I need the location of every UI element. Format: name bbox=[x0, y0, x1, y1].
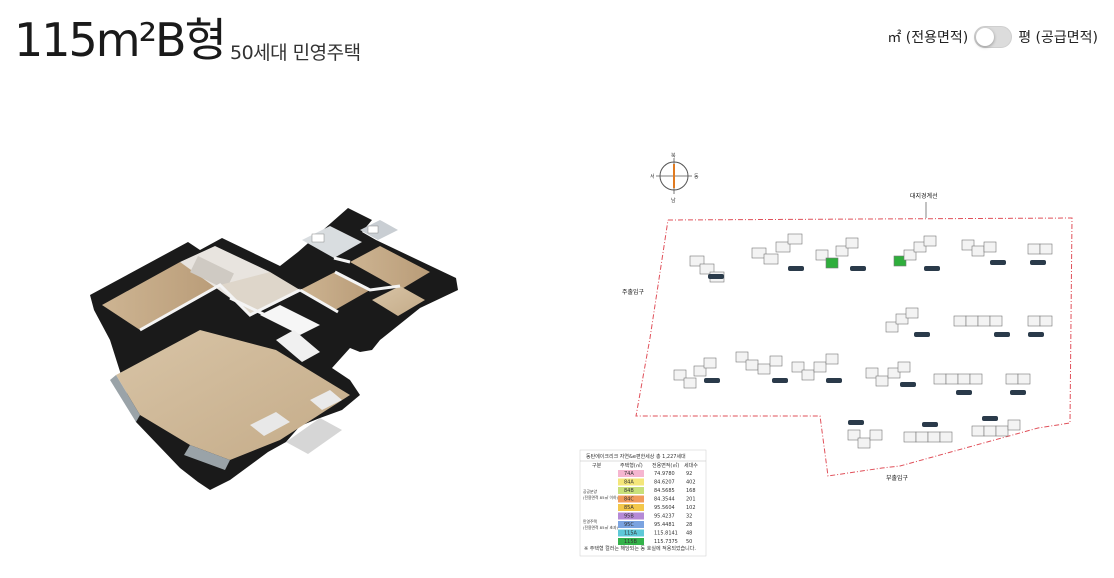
legend-swatch bbox=[618, 478, 644, 486]
legend-type: 115A bbox=[624, 531, 638, 537]
legend-swatch bbox=[618, 470, 644, 477]
building-312 bbox=[751, 233, 803, 265]
unit-switch[interactable] bbox=[974, 26, 1013, 48]
site-plan-map: 북 남 서 동 대지경계선 주출입구 부출입구 bbox=[579, 153, 1073, 557]
legend-group-label: (전용면적 85㎡ 이하) bbox=[583, 495, 618, 500]
unit-label-pyeong: 평 (공급면적) bbox=[1018, 30, 1098, 46]
compass-east: 동 bbox=[694, 174, 699, 180]
building-314 bbox=[893, 235, 937, 267]
building-313 bbox=[815, 237, 859, 269]
legend-count: 50 bbox=[686, 539, 692, 545]
compass-icon: 북 남 서 동 bbox=[650, 153, 699, 204]
legend-type: 84A bbox=[624, 480, 634, 486]
building-319 bbox=[1027, 315, 1053, 327]
legend-title: 동탄에이크리크 자연&e편한세상 총 1,227세대 bbox=[586, 453, 686, 460]
legend-count: 201 bbox=[686, 497, 696, 503]
page-header: 115m²B형 50세대 민영주택 ㎡ (전용면적) 평 (공급면적) bbox=[0, 0, 1114, 80]
legend-swatch bbox=[618, 538, 644, 545]
legend-swatch bbox=[618, 521, 644, 528]
legend-area: 84.5685 bbox=[654, 488, 675, 494]
legend-type: 95B bbox=[624, 514, 634, 520]
building-324 bbox=[933, 373, 983, 385]
building-326 bbox=[847, 429, 883, 449]
building-323 bbox=[865, 361, 911, 387]
legend-count: 28 bbox=[686, 522, 692, 528]
main-entrance-label: 주출입구 bbox=[622, 288, 645, 296]
legend-area: 95.4481 bbox=[654, 522, 675, 528]
legend-count: 168 bbox=[686, 488, 696, 494]
legend-type: 74A bbox=[624, 471, 634, 477]
legend-type: 84C bbox=[624, 497, 634, 503]
legend-area: 84.3544 bbox=[654, 497, 675, 503]
building-327 bbox=[903, 431, 953, 443]
legend-area: 74.9780 bbox=[654, 471, 675, 477]
unit-toggle: ㎡ (전용면적) 평 (공급면적) bbox=[887, 26, 1098, 48]
compass-north: 북 bbox=[671, 153, 676, 159]
legend-area: 115.7375 bbox=[654, 539, 678, 545]
building-317 bbox=[885, 307, 919, 333]
building-328 bbox=[971, 419, 1021, 437]
sub-entrance-label: 부출입구 bbox=[886, 474, 909, 482]
compass-west: 서 bbox=[650, 173, 655, 180]
legend-header-group: 구분 bbox=[592, 463, 602, 469]
floor-plan-3d-image bbox=[90, 208, 458, 490]
boundary-label: 대지경계선 bbox=[910, 192, 938, 200]
legend-type: 84B bbox=[624, 488, 634, 494]
legend-header-area: 전용면적(㎡) bbox=[652, 462, 679, 469]
legend-swatch bbox=[618, 512, 644, 520]
compass-south: 남 bbox=[671, 197, 676, 204]
building-318 bbox=[953, 315, 1003, 327]
legend-group-label: (전용면적 85㎡ 초과) bbox=[583, 525, 618, 530]
legend-type: 115B bbox=[624, 539, 638, 545]
legend-area: 115.8141 bbox=[654, 531, 678, 537]
legend-swatch bbox=[618, 495, 644, 503]
building-321 bbox=[735, 351, 783, 375]
legend-count: 402 bbox=[686, 480, 696, 486]
building-315 bbox=[961, 239, 997, 257]
legend-header-count: 세대수 bbox=[684, 462, 698, 469]
building-316 bbox=[1027, 243, 1053, 255]
building-325 bbox=[1005, 373, 1031, 385]
legend-type: 95C bbox=[624, 522, 634, 528]
legend-count: 92 bbox=[686, 471, 692, 477]
legend-area: 95.4237 bbox=[654, 514, 675, 520]
legend-note: ※ 주택형 컬러는 해당되는 동 호실에 적용되었습니다. bbox=[584, 545, 696, 552]
building-322 bbox=[791, 353, 839, 381]
switch-knob bbox=[976, 28, 995, 46]
page-title: 115m²B형 bbox=[14, 13, 227, 67]
legend-header-type: 주택형(㎡) bbox=[620, 462, 643, 469]
legend-count: 48 bbox=[686, 531, 692, 537]
legend-type: 85A bbox=[624, 505, 634, 511]
unit-label-sqm: ㎡ (전용면적) bbox=[887, 30, 969, 46]
legend-swatch bbox=[618, 487, 644, 494]
page-subtitle: 50세대 민영주택 bbox=[230, 42, 361, 64]
legend-group-label: 민영주택 bbox=[583, 519, 597, 524]
legend-count: 102 bbox=[686, 505, 696, 511]
legend-swatch bbox=[618, 529, 644, 537]
legend-swatch bbox=[618, 504, 644, 511]
building-320 bbox=[673, 357, 717, 389]
legend-area: 84.6207 bbox=[654, 480, 675, 486]
legend-group-label: 공공분양 bbox=[583, 489, 597, 494]
legend-area: 95.5604 bbox=[654, 505, 675, 511]
unit-type-legend: 동탄에이크리크 자연&e편한세상 총 1,227세대 구분 주택형(㎡) 전용면… bbox=[579, 449, 707, 557]
legend-count: 32 bbox=[686, 514, 692, 520]
